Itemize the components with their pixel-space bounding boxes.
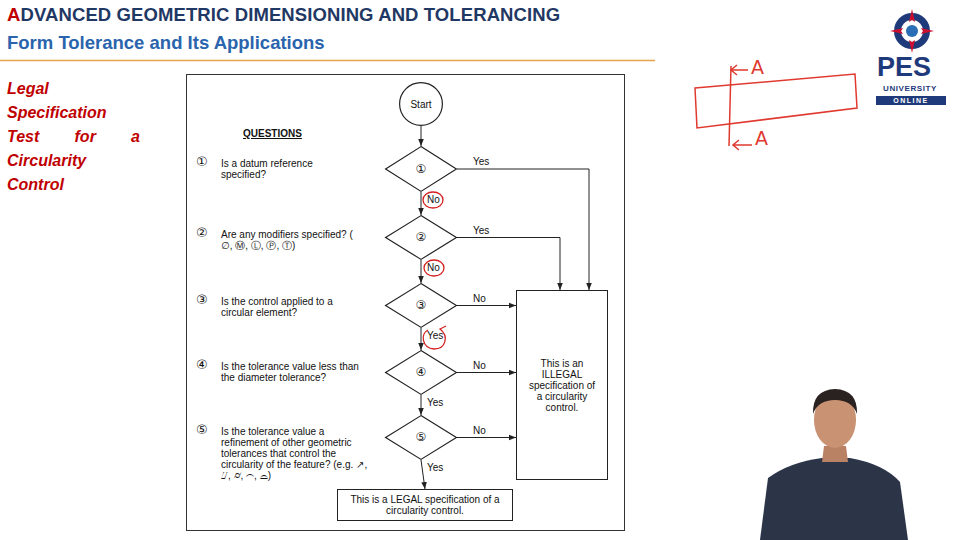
edge-label: No <box>427 195 440 205</box>
flow-connector <box>457 437 516 438</box>
question-number: ④ <box>196 358 208 372</box>
annotation-circle <box>424 260 444 276</box>
question-text: Is the control applied to a circular ele… <box>221 296 349 318</box>
section-label: A <box>751 57 764 77</box>
presenter-hair <box>813 389 857 414</box>
logo-emblem <box>901 20 923 42</box>
section-label: A <box>755 128 768 148</box>
decision-diamond: ⑤ <box>385 415 457 460</box>
presenter-body <box>760 458 908 540</box>
question-text: Is the tolerance value less than the dia… <box>221 361 363 383</box>
flow-connector <box>457 169 589 290</box>
logo-emblem <box>906 25 918 37</box>
section-line <box>729 66 731 146</box>
edge-label: No <box>427 263 440 273</box>
decision-diamond: ③ <box>385 283 457 328</box>
flow-connector <box>457 238 560 291</box>
slide-title: ADVANCED GEOMETRIC DIMENSIONING AND TOLE… <box>7 4 560 26</box>
flow-connector <box>457 372 516 373</box>
question-number: ① <box>196 155 208 169</box>
node-text: ⑤ <box>416 432 427 443</box>
slide-subtitle: Form Tolerance and Its Applications <box>7 32 325 54</box>
diamond-shape <box>386 147 457 192</box>
flow-connector <box>421 460 425 489</box>
logo-wordmark: PES <box>877 52 931 82</box>
questions-heading: QUESTIONS <box>243 128 302 139</box>
decision-diamond: ② <box>385 215 457 260</box>
annotation-circle <box>423 192 443 208</box>
side-heading: Legal Specification Test for a Circulari… <box>7 77 140 197</box>
header-rule <box>0 60 655 62</box>
node-text: ② <box>416 232 427 243</box>
presenter-neck <box>822 446 848 462</box>
flow-connector <box>421 192 422 215</box>
question-text: Are any modifiers specified? ( ∅, Ⓜ, Ⓛ, … <box>221 229 363 251</box>
question-number: ⑤ <box>196 423 208 437</box>
logo-subtext: UNIVERSITY <box>883 84 937 93</box>
edge-label: No <box>473 294 486 304</box>
diamond-shape <box>386 216 457 260</box>
node-text: Start <box>410 99 431 110</box>
flow-connector <box>457 305 516 306</box>
edge-label: Yes <box>427 331 443 341</box>
result-box: This is a LEGAL specification of a circu… <box>337 489 513 521</box>
node-text: This is an ILLEGAL specification of a ci… <box>526 358 598 413</box>
section-arrow <box>733 140 752 150</box>
node-text: This is a LEGAL specification of a circu… <box>350 494 500 516</box>
flow-connector <box>421 395 422 415</box>
figure-frame <box>187 75 625 531</box>
logo-band: ONLINE <box>876 96 946 105</box>
node-text: ④ <box>416 367 427 378</box>
diamond-shape <box>386 351 457 395</box>
circle-shape <box>400 83 443 126</box>
question-number: ③ <box>196 293 208 307</box>
node-text: ① <box>416 164 427 175</box>
section-arrow <box>731 65 748 75</box>
flow-connector <box>421 328 422 350</box>
diamond-shape <box>386 284 457 328</box>
decision-diamond: ④ <box>385 350 457 395</box>
edge-label: Yes <box>427 463 443 473</box>
edge-label: Yes <box>473 226 489 236</box>
logo-emblem <box>890 9 934 53</box>
flow-connector <box>421 260 422 283</box>
question-text: Is the tolerance value a refinement of o… <box>221 426 371 481</box>
part-sketch <box>695 74 857 128</box>
node-text: ③ <box>416 300 427 311</box>
annotation-circle <box>423 326 446 349</box>
edge-label: No <box>473 426 486 436</box>
decision-diamond: ① <box>385 146 457 192</box>
edge-label: Yes <box>427 398 443 408</box>
question-text: Is a datum reference specified? <box>221 158 341 180</box>
edge-label: Yes <box>473 157 489 167</box>
diamond-shape <box>386 416 457 460</box>
result-box: This is an ILLEGAL specification of a ci… <box>516 290 608 480</box>
edge-label: No <box>473 361 486 371</box>
start-terminal: Start <box>399 82 443 126</box>
flow-connector <box>421 126 422 146</box>
question-number: ② <box>196 226 208 240</box>
